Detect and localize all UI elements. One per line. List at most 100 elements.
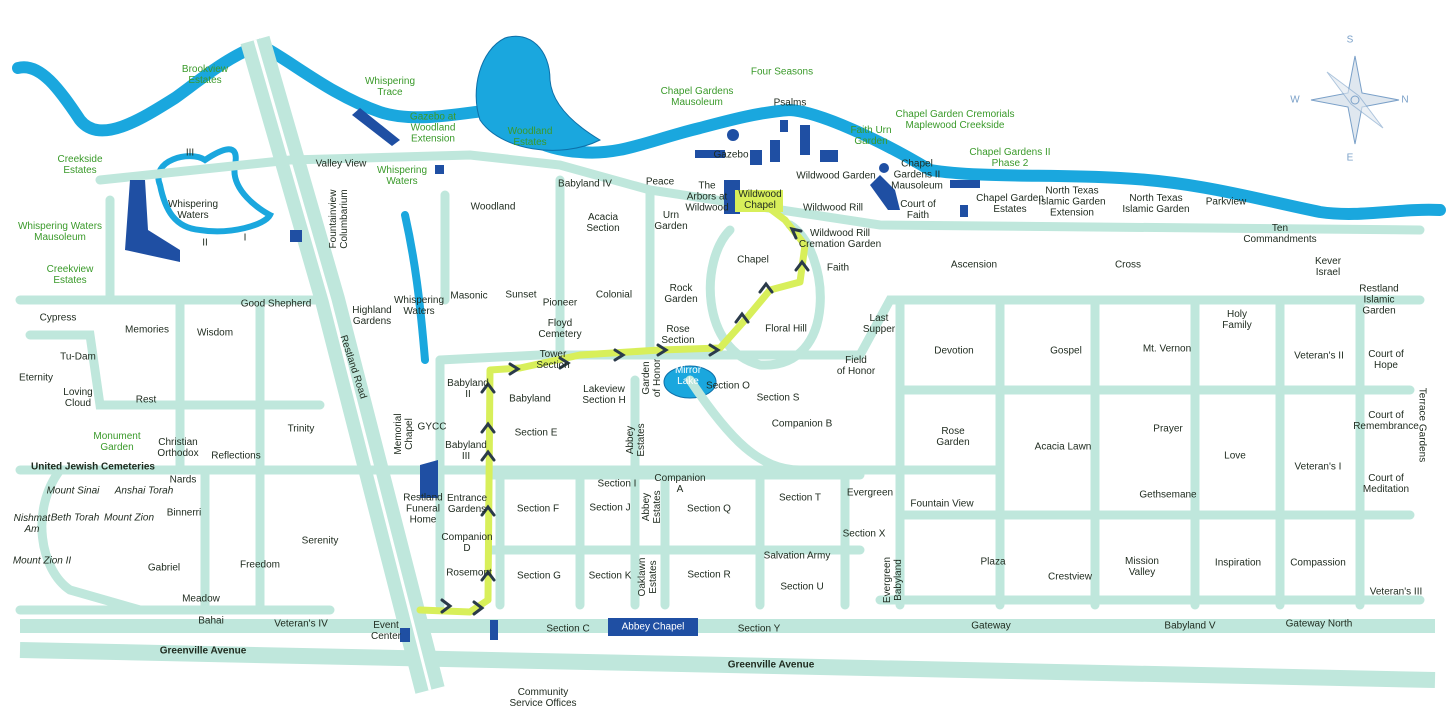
label-wildwood-garden: Wildwood Garden — [796, 170, 876, 182]
label-good-shepherd: Good Shepherd — [240, 298, 312, 310]
label-greenville-avenue-2: Greenville Avenue — [727, 659, 815, 671]
label-gazebo: Gazebo — [713, 149, 749, 161]
label-floral-hill: Floral Hill — [765, 323, 807, 335]
label-anshai-torah: Anshai Torah — [114, 485, 174, 497]
buildings — [125, 108, 980, 642]
label-acacia-lawn: Acacia Lawn — [1034, 441, 1092, 453]
label-iii: III — [185, 147, 195, 159]
label-freedom: Freedom — [239, 559, 281, 571]
label-peace: Peace — [645, 176, 675, 188]
label-parkview: Parkview — [1205, 196, 1247, 208]
label-valley-view: Valley View — [315, 158, 367, 170]
label-faith: Faith — [826, 262, 850, 274]
label-crestview: Crestview — [1048, 571, 1092, 583]
label-cypress: Cypress — [39, 312, 77, 324]
label-pioneer: Pioneer — [542, 297, 578, 309]
label-plaza: Plaza — [980, 556, 1006, 568]
route-path — [416, 201, 809, 616]
route-arrows — [440, 226, 810, 616]
lake-north — [475, 35, 602, 151]
label-mount-zion: Mount Zion — [103, 512, 155, 524]
label-united-jewish: United Jewish Cemeteries — [31, 461, 155, 473]
restland-road-median — [253, 39, 432, 691]
label-gospel: Gospel — [1050, 345, 1082, 357]
label-woodland: Woodland — [470, 201, 516, 213]
internal-roads — [15, 150, 1425, 615]
label-rosemont: Rosemont — [446, 567, 492, 579]
label-section-o: Section O — [706, 380, 750, 392]
label-gateway: Gateway — [971, 620, 1011, 632]
label-evergreen: Evergreen — [846, 487, 894, 499]
label-psalms: Psalms — [773, 97, 807, 109]
label-section-s: Section S — [756, 392, 800, 404]
label-section-g: Section G — [517, 570, 561, 582]
label-veterans-i: Veteran's I — [1294, 461, 1342, 473]
compass-east-label: E — [1346, 152, 1354, 164]
label-section-k: Section K — [588, 570, 632, 582]
wildwood-chapel-highlight — [735, 190, 783, 212]
label-wildwood-rill: Wildwood Rill — [802, 202, 864, 214]
label-rest: Rest — [135, 394, 157, 406]
compass-south-label: S — [1346, 34, 1354, 46]
label-section-q: Section Q — [687, 503, 731, 515]
label-devotion: Devotion — [934, 345, 974, 357]
label-section-x: Section X — [842, 528, 886, 540]
label-four-seasons: Four Seasons — [750, 66, 814, 78]
label-babyland: Babyland — [509, 393, 551, 405]
label-companion-b: Companion B — [771, 418, 833, 430]
label-abbey-chapel: Abbey Chapel — [621, 621, 685, 633]
label-love: Love — [1224, 450, 1246, 462]
label-ii: II — [202, 237, 208, 249]
label-prayer: Prayer — [1153, 423, 1183, 435]
label-i: I — [243, 232, 247, 244]
label-meadow: Meadow — [182, 593, 220, 605]
label-bahai: Bahai — [198, 615, 224, 627]
label-mount-sinai: Mount Sinai — [46, 485, 100, 497]
label-gateway-north: Gateway North — [1285, 618, 1353, 630]
label-eternity: Eternity — [19, 372, 53, 384]
label-reflections: Reflections — [211, 450, 261, 462]
label-wisdom: Wisdom — [196, 327, 234, 339]
label-mt-vernon: Mt. Vernon — [1142, 343, 1192, 355]
